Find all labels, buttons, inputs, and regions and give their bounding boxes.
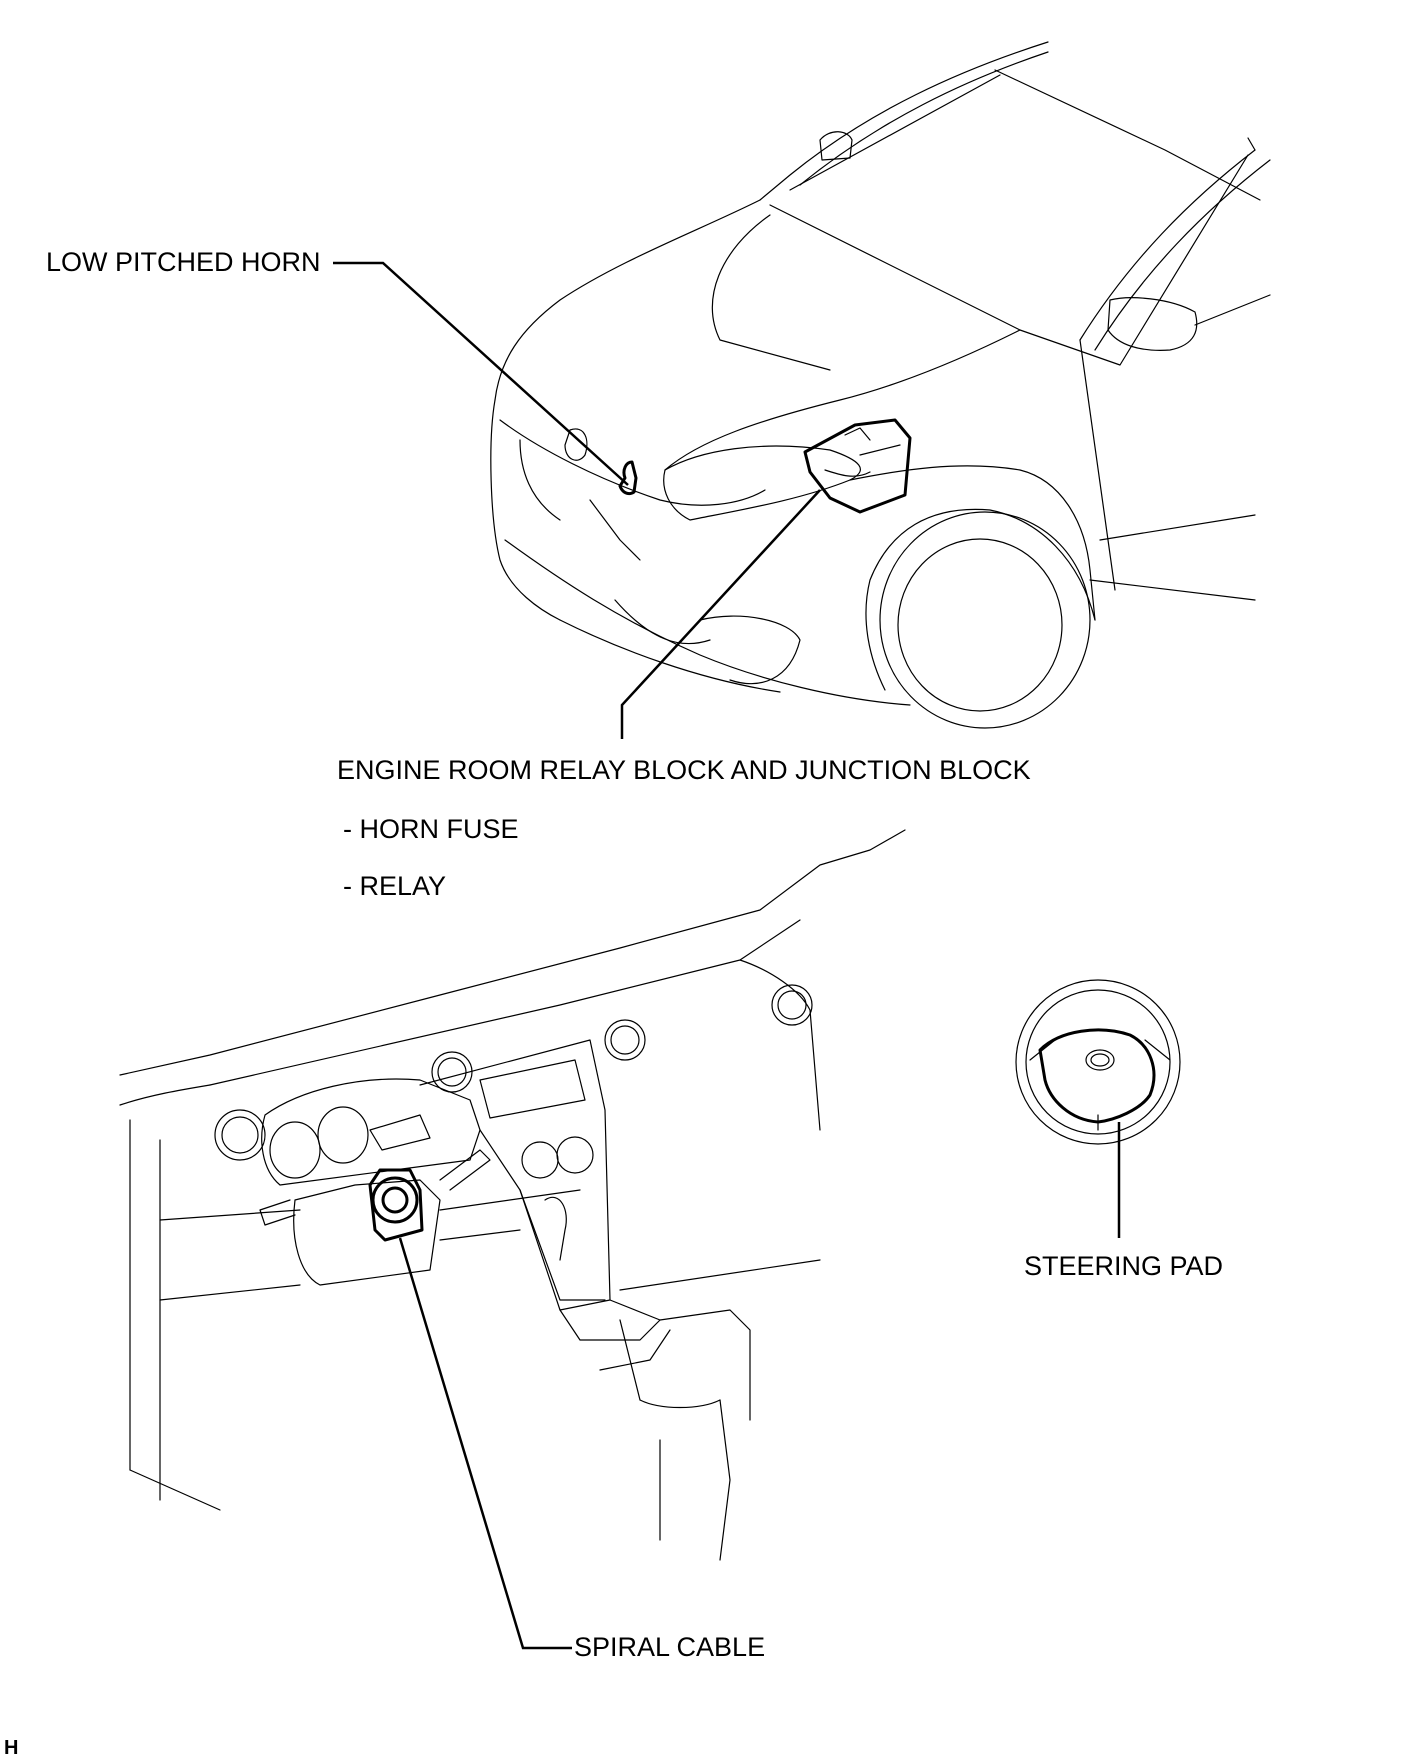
car-illustration	[490, 41, 1271, 729]
low-pitched-horn-label: LOW PITCHED HORN	[46, 247, 321, 277]
corner-marker: H	[4, 1737, 19, 1759]
leader-spiral-cable	[398, 1237, 572, 1650]
dashboard-illustration	[119, 829, 906, 1561]
engine-room-block-label: ENGINE ROOM RELAY BLOCK AND JUNCTION BLO…	[337, 755, 1031, 785]
leader-low-pitched-horn	[333, 261, 629, 486]
leader-engine-room-block	[620, 489, 821, 739]
steering-pad-label: STEERING PAD	[1024, 1251, 1224, 1281]
steering-wheel-illustration	[1015, 979, 1181, 1145]
spiral-cable-label: SPIRAL CABLE	[574, 1632, 766, 1662]
leader-lines	[333, 261, 1121, 1650]
horn-fuse-label: - HORN FUSE	[343, 814, 519, 844]
relay-label: - RELAY	[343, 871, 447, 901]
